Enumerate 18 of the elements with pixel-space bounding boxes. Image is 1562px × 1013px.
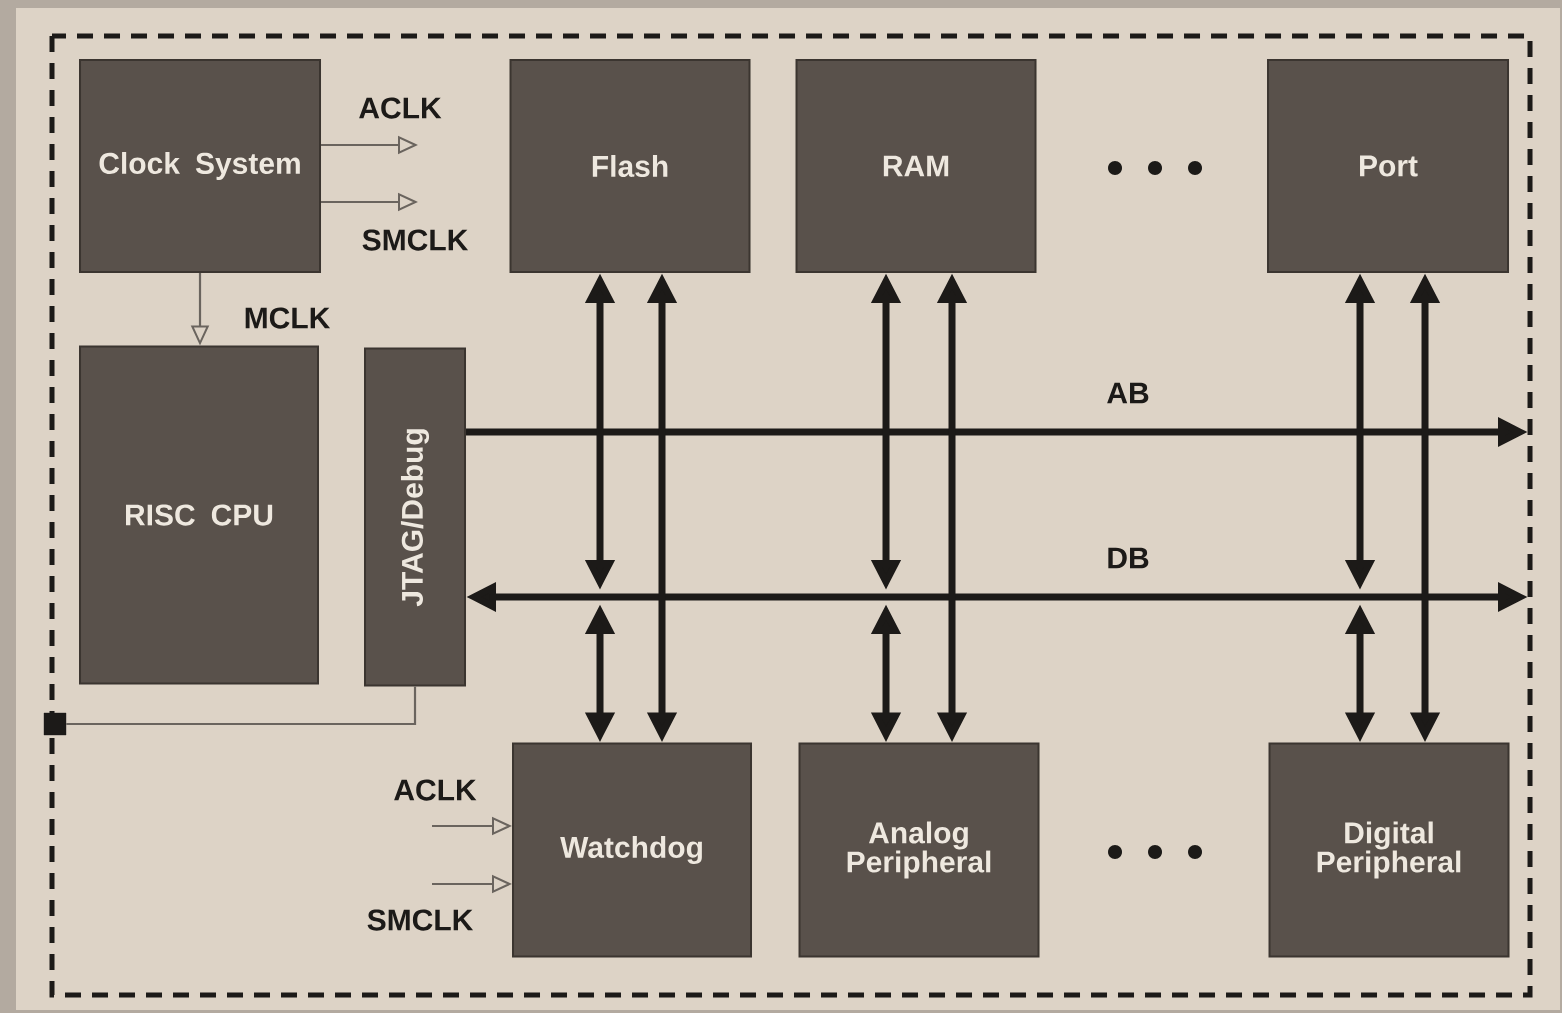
block-box: RAM (795, 59, 1037, 273)
edge-label: MCLK (245, 307, 331, 329)
edge-label: ACLK (359, 97, 442, 119)
block-box: Watchdog (512, 742, 752, 958)
block-box: Port (1267, 59, 1509, 273)
edge-label: SMCLK (367, 909, 474, 931)
block-box: JTAG/Debug (364, 347, 466, 687)
block-box: Digital Peripheral (1268, 742, 1510, 958)
edge-label: SMCLK (362, 229, 469, 251)
block-box: RISC CPU (79, 345, 319, 685)
block-box: Analog Peripheral (798, 742, 1040, 958)
terminal-square (43, 712, 67, 736)
block-box: Clock System (79, 59, 321, 273)
edge-label: AB (1107, 382, 1149, 404)
block-box: Flash (509, 59, 751, 273)
connector-line (66, 686, 417, 726)
edge-label: DB (1108, 547, 1149, 569)
edge-label: ACLK (394, 779, 477, 801)
